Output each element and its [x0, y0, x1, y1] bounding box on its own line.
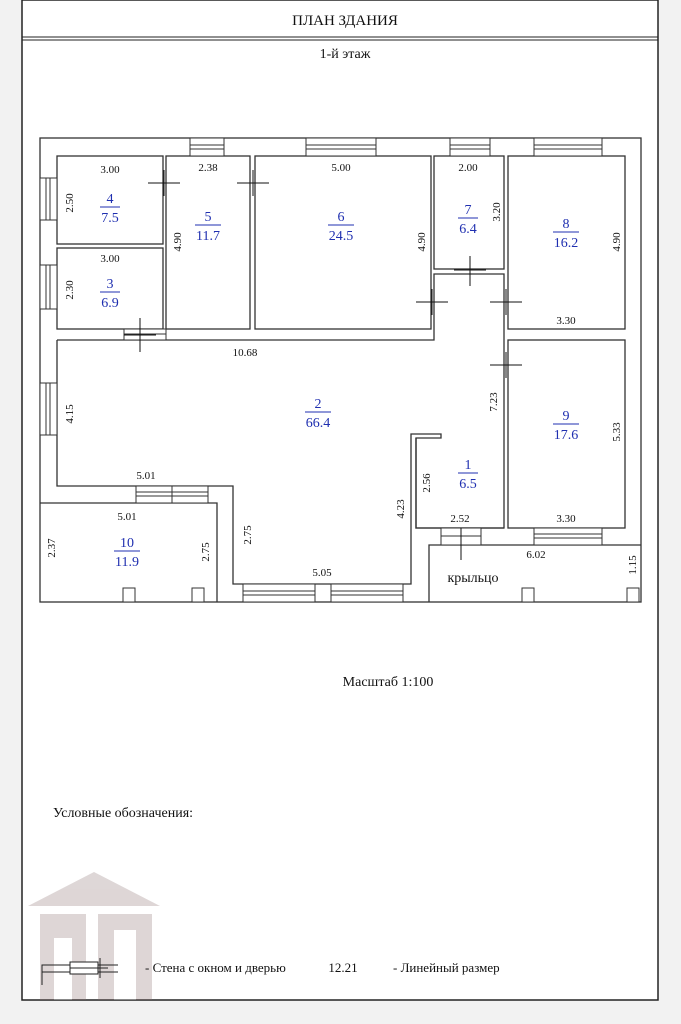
floor-plan: [39, 137, 642, 603]
scale-label: Масштаб 1:100: [343, 675, 434, 690]
room-number: 5: [205, 210, 212, 225]
dimension: 7.23: [488, 392, 500, 412]
watermark-logo: [28, 872, 160, 1000]
room-area: 11.9: [115, 555, 139, 570]
room-number: 1: [465, 458, 472, 473]
room-number: 4: [107, 192, 114, 207]
room-number: 8: [563, 217, 570, 232]
dimension: 5.01: [136, 470, 155, 482]
dimension: 6.02: [526, 549, 545, 561]
dimension: 5.33: [611, 422, 623, 442]
floor-label: 1-й этаж: [320, 47, 371, 62]
room-area: 7.5: [101, 211, 119, 226]
room-area: 66.4: [306, 416, 331, 431]
dimension: 4.23: [395, 499, 407, 519]
dimension: 4.15: [64, 404, 76, 424]
room-number: 7: [465, 203, 472, 218]
legend-title: Условные обозначения:: [53, 806, 193, 821]
dimension: 2.38: [198, 162, 218, 174]
legend-dim-label: - Линейный размер: [393, 960, 500, 975]
room-number: 2: [315, 397, 322, 412]
dimension: 3.00: [100, 164, 120, 176]
room-area: 17.6: [554, 428, 579, 443]
dimension: 5.05: [312, 567, 332, 579]
room-number: 9: [563, 409, 570, 424]
room-number: 3: [107, 277, 114, 292]
room-labels: 4 7.5 3 6.9 5 11.7 6 24.5 7 6.4 8 16.2 2…: [100, 192, 579, 570]
dimension-labels: 3.00 2.50 3.00 2.30 2.38 4.90 5.00 4.90 …: [46, 162, 639, 579]
room-area: 6.4: [459, 222, 477, 237]
dimension: 2.56: [421, 473, 433, 493]
dimension: 2.37: [46, 538, 58, 558]
dimension: 2.52: [450, 513, 469, 525]
dimension: 4.90: [172, 232, 184, 252]
room-area: 6.5: [459, 477, 477, 492]
drawing-frame: [21, 0, 659, 1001]
dimension: 3.20: [491, 202, 503, 222]
dimension: 3.00: [100, 253, 120, 265]
dimension: 4.90: [416, 232, 428, 252]
porch-label: крыльцо: [447, 571, 498, 586]
dimension: 2.50: [64, 193, 76, 213]
sheet-title: ПЛАН ЗДАНИЯ: [292, 13, 398, 29]
legend-dim-sample: 12.21: [328, 960, 357, 975]
room-area: 6.9: [101, 296, 119, 311]
dimension: 2.75: [200, 542, 212, 562]
dimension: 1.15: [627, 555, 639, 575]
legend-wall-label: - Стена с окном и дверью: [145, 960, 286, 975]
room-number: 10: [120, 536, 134, 551]
room-number: 6: [338, 210, 345, 225]
room-area: 24.5: [329, 229, 354, 244]
dimension: 2.30: [64, 280, 76, 300]
dimension: 2.00: [458, 162, 478, 174]
dimension: 5.01: [117, 511, 136, 523]
dimension: 10.68: [233, 347, 258, 359]
dimension: 4.90: [611, 232, 623, 252]
room-area: 11.7: [196, 229, 220, 244]
dimension: 5.00: [331, 162, 351, 174]
dimension: 3.30: [556, 315, 576, 327]
legend-wall-symbol: [41, 958, 118, 985]
dimension: 2.75: [242, 525, 254, 545]
dimension: 3.30: [556, 513, 576, 525]
room-area: 16.2: [554, 236, 579, 251]
